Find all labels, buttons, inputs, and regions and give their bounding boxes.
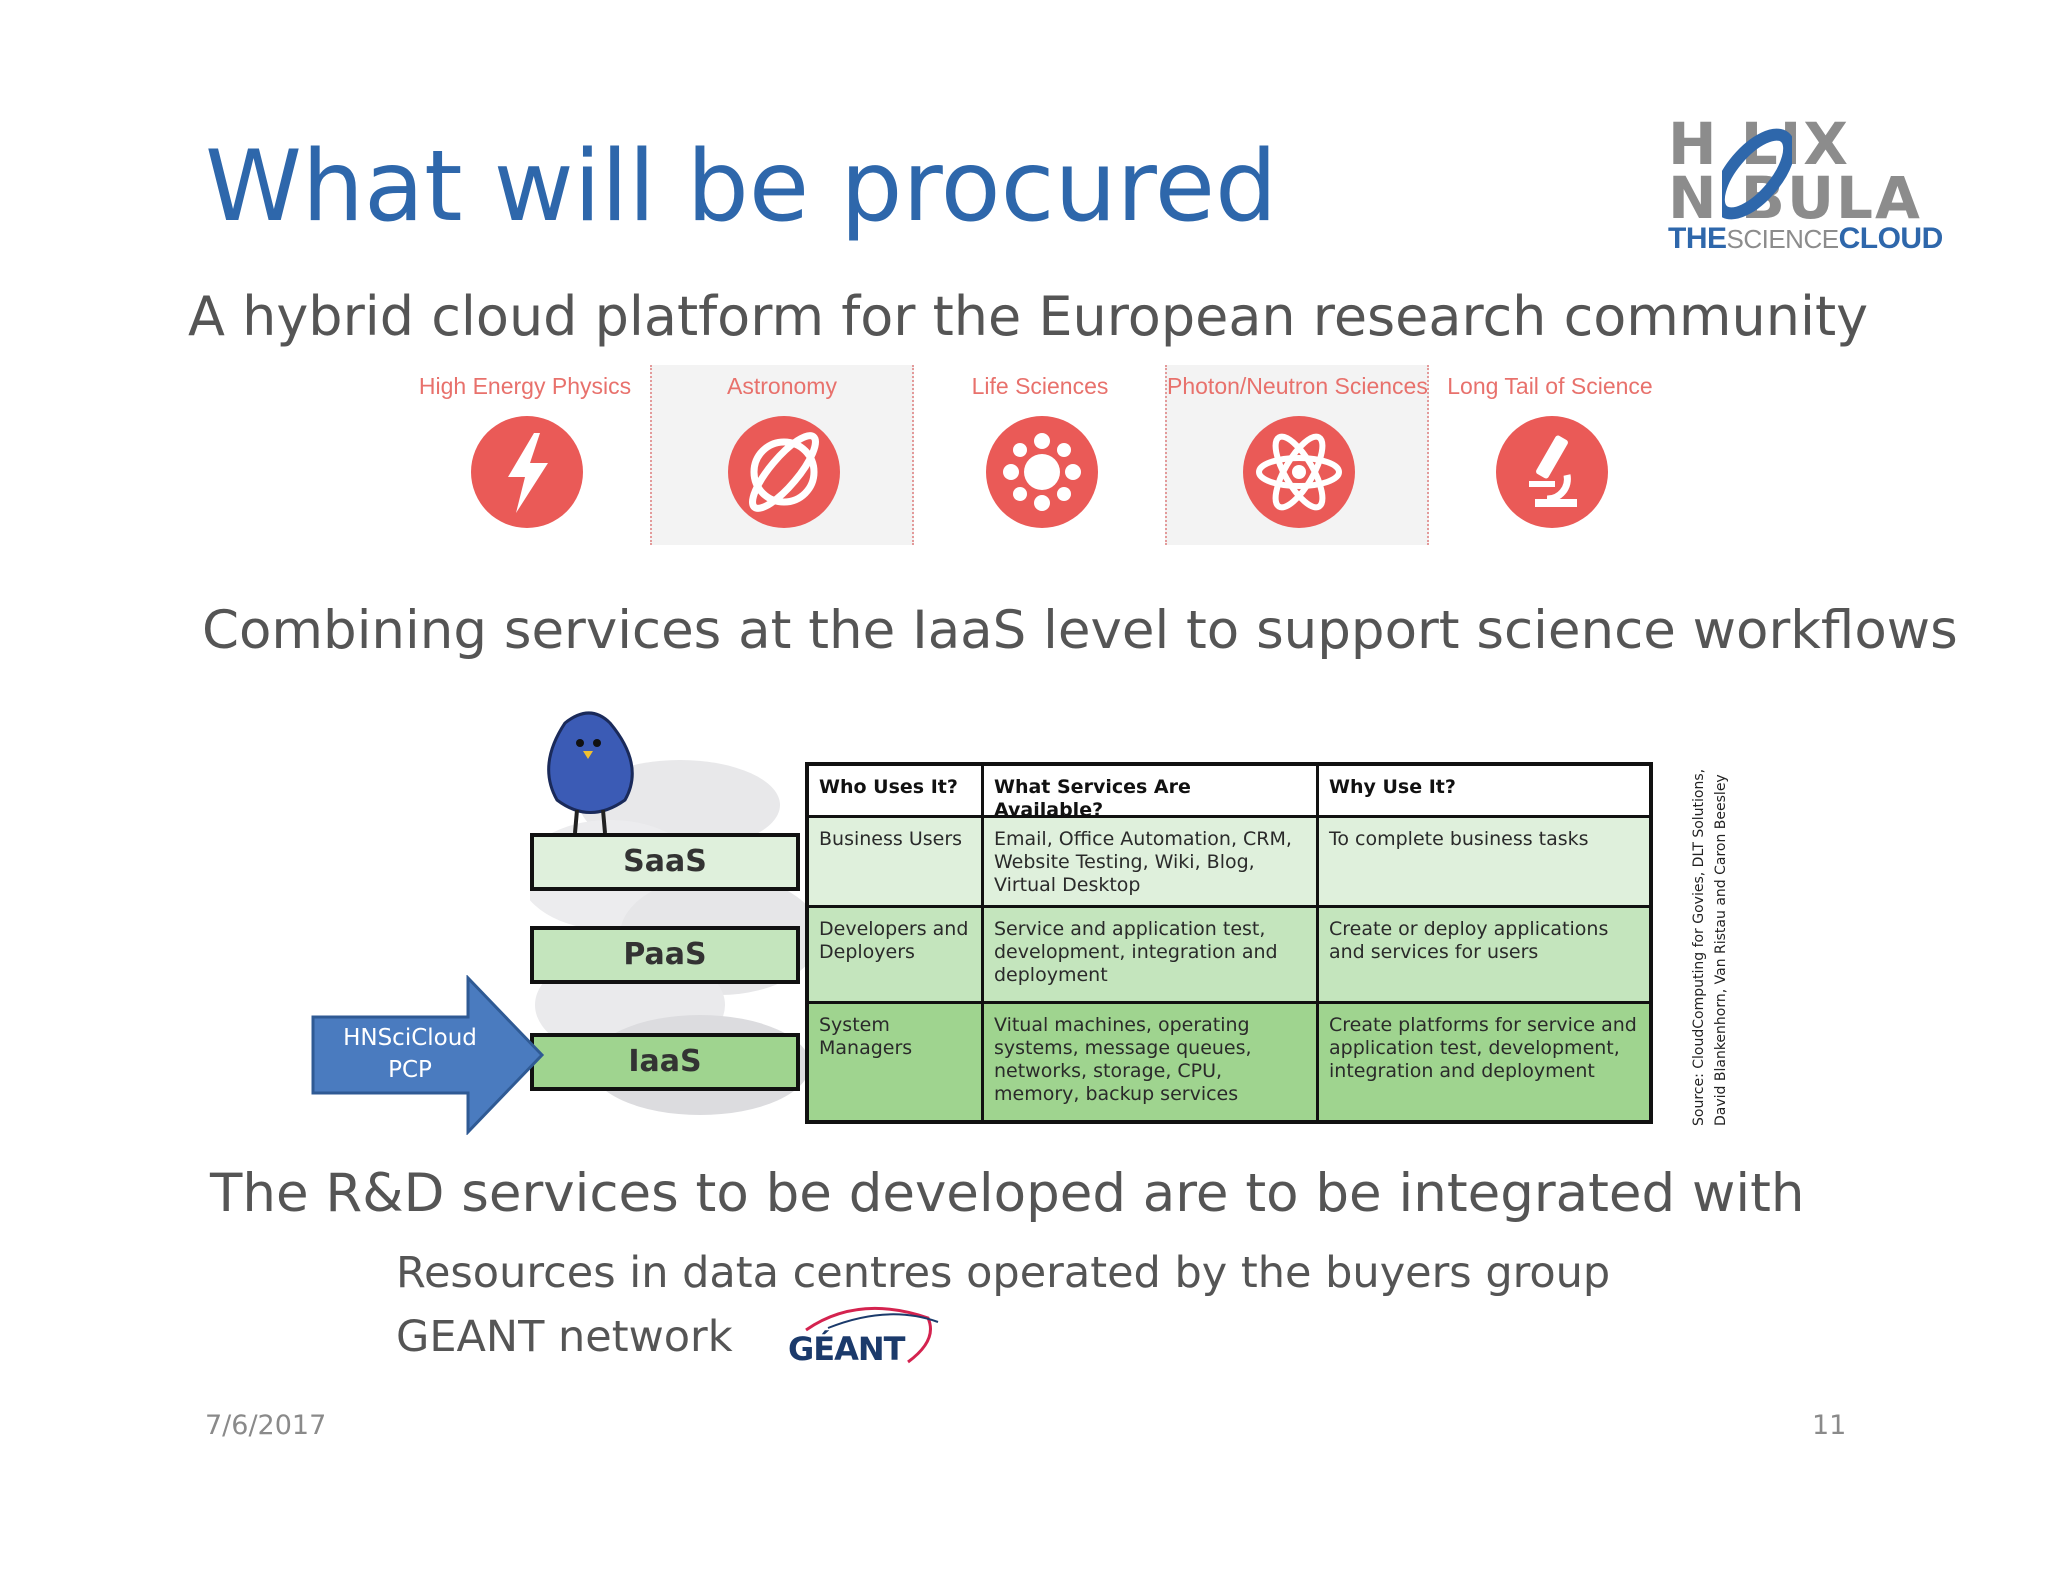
- science-domains-strip: High Energy Physics Astronomy Life Scien…: [395, 365, 1675, 545]
- hnscicloud-pcp-arrow: HNSciCloud PCP: [310, 975, 550, 1135]
- list-item: Resources in data centres operated by th…: [396, 1248, 1611, 1298]
- logo-swoosh-icon: [1722, 128, 1792, 220]
- domain-label: Photon/Neutron Sciences: [1167, 373, 1428, 399]
- domain-label: Astronomy: [727, 373, 837, 399]
- domain-high-energy-physics: High Energy Physics: [395, 365, 655, 545]
- planet-icon: [728, 416, 840, 528]
- domain-long-tail-of-science: Long Tail of Science: [1420, 365, 1680, 545]
- right-arrow-icon: [311, 975, 545, 1135]
- cell-why: Create or deploy applications and servic…: [1329, 918, 1609, 963]
- table-row: Business Users Email, Office Automation,…: [809, 818, 1649, 908]
- list-item: GEANT network: [396, 1312, 733, 1362]
- cell-why: Create platforms for service and applica…: [1329, 1014, 1637, 1082]
- cell-what: Vitual machines, operating systems, mess…: [984, 1004, 1319, 1120]
- cell-who: System Managers: [809, 1004, 984, 1120]
- page-title: What will be procured: [205, 130, 1278, 244]
- header-what: What Services Are Available?: [984, 766, 1319, 821]
- cloud-service-model-diagram: SaaS PaaS IaaS Who Uses It? What Service…: [530, 705, 1670, 1125]
- table-header-row: Who Uses It? What Services Are Available…: [809, 766, 1649, 821]
- logo-tagline: THESCIENCECLOUD: [1668, 222, 1943, 255]
- page-number: 11: [1812, 1410, 1847, 1441]
- subtitle-rnd-services: The R&D services to be developed are to …: [210, 1163, 1805, 1224]
- domain-label: Long Tail of Science: [1447, 373, 1653, 399]
- layer-paas: PaaS: [530, 926, 800, 984]
- footer-date: 7/6/2017: [205, 1410, 327, 1441]
- header-who: Who Uses It?: [809, 766, 984, 815]
- logo-line-2: N BULA: [1668, 164, 1922, 232]
- domain-photon-neutron-sciences: Photon/Neutron Sciences: [1165, 365, 1429, 545]
- layer-iaas: IaaS: [530, 1033, 800, 1091]
- atom-icon: [1243, 416, 1355, 528]
- cell-who: Developers and Deployers: [809, 908, 984, 1001]
- arrow-label: HNSciCloud PCP: [343, 1025, 477, 1083]
- geant-wordmark: GÉANT: [788, 1330, 905, 1368]
- subtitle-iaas-level: Combining services at the IaaS level to …: [202, 600, 1958, 661]
- table-row: System Managers Vitual machines, operati…: [809, 1004, 1649, 1120]
- layer-saas: SaaS: [530, 833, 800, 891]
- bird-mascot-icon: [547, 711, 634, 834]
- geant-logo: GÉANT: [788, 1300, 948, 1370]
- subtitle-hybrid-cloud: A hybrid cloud platform for the European…: [188, 285, 1869, 348]
- domain-label: Life Sciences: [971, 373, 1109, 399]
- virus-icon: [986, 416, 1098, 528]
- lightning-icon: [471, 416, 583, 528]
- cell-why: To complete business tasks: [1329, 828, 1589, 850]
- cell-who: Business Users: [809, 818, 984, 905]
- domain-astronomy: Astronomy: [650, 365, 914, 545]
- header-why: Why Use It?: [1329, 776, 1456, 798]
- domain-life-sciences: Life Sciences: [910, 365, 1170, 545]
- geant-swoosh-icon: [805, 1306, 939, 1364]
- domain-label: High Energy Physics: [418, 373, 632, 399]
- cell-what: Email, Office Automation, CRM, Website T…: [984, 818, 1319, 905]
- microscope-icon: [1496, 416, 1608, 528]
- cloud-services-table: Who Uses It? What Services Are Available…: [805, 762, 1653, 1124]
- helix-nebula-logo: H LIX N BULA THESCIENCECLOUD: [1660, 110, 1960, 260]
- source-citation: Source: CloudComputing for Govies, DLT S…: [1691, 768, 1729, 1126]
- cell-what: Service and application test, developmen…: [984, 908, 1319, 1001]
- table-row: Developers and Deployers Service and app…: [809, 908, 1649, 1004]
